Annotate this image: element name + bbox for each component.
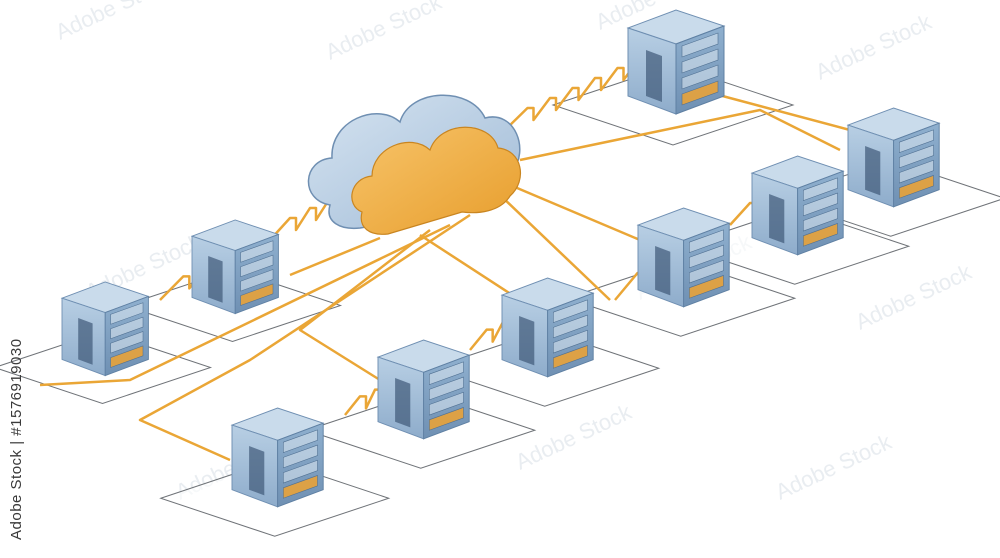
cloud-icon xyxy=(307,94,521,235)
watermark-text: Adobe Stock xyxy=(322,0,447,65)
network-cable xyxy=(519,108,841,162)
server-rack-top-right xyxy=(626,9,726,115)
network-cable xyxy=(509,183,641,242)
server-rack-left-upper xyxy=(190,219,280,315)
network-cables xyxy=(39,56,851,462)
server-rack-mid-right xyxy=(636,207,731,308)
server-rack-bottom-left xyxy=(230,407,325,508)
watermark-text: Adobe Stock xyxy=(772,429,897,505)
server-rack-center-low xyxy=(376,339,471,440)
server-rack-mid-right-upper xyxy=(750,155,845,256)
network-cable xyxy=(504,56,648,131)
watermark-text: Adobe Stock xyxy=(512,399,637,475)
network-cable xyxy=(138,213,471,462)
network-cable xyxy=(699,88,851,132)
network-cable xyxy=(289,236,381,277)
watermark-text: Adobe Stock xyxy=(52,0,177,45)
watermark-text: Adobe Stock xyxy=(852,259,977,335)
stock-watermark-id: Adobe Stock | #1576919030 xyxy=(8,338,25,540)
server-rack-center xyxy=(500,277,595,378)
network-cable xyxy=(39,223,451,387)
network-cable xyxy=(419,233,521,302)
server-racks xyxy=(60,9,941,508)
server-rack-far-left xyxy=(60,281,150,377)
network-cable xyxy=(499,194,611,301)
server-rack-far-right xyxy=(846,107,941,208)
watermark-text: Adobe Stock xyxy=(812,9,937,85)
network-cable xyxy=(298,229,431,382)
